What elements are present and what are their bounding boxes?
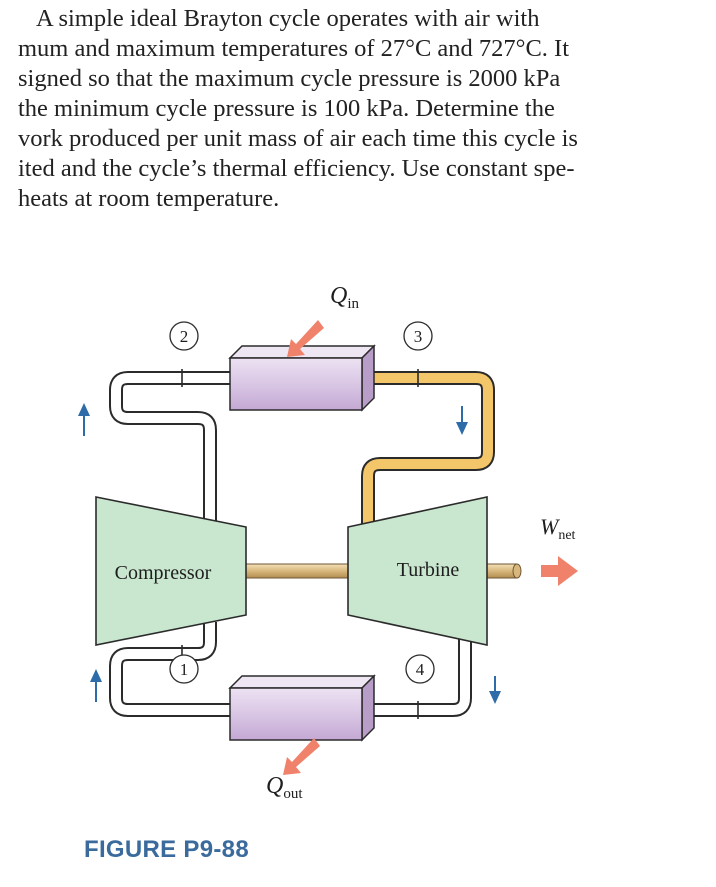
problem-line: mum and maximum temperatures of 27°C and… — [18, 35, 570, 62]
problem-line: heats at room temperature. — [18, 185, 280, 212]
cold-pipes — [109, 371, 472, 717]
work-out-arrow-icon — [541, 556, 578, 586]
heat-in-arrow-icon — [287, 320, 324, 357]
heat-out-label: Qout — [266, 773, 303, 802]
flow-arrow-down-icon — [456, 406, 468, 435]
problem-line: signed so that the maximum cycle pressur… — [18, 65, 561, 92]
turbine — [347, 496, 488, 646]
problem-line: ited and the cycle’s thermal efficiency.… — [18, 155, 575, 182]
hot-pipe — [361, 371, 495, 525]
problem-line: vork produced per unit mass of air each … — [18, 125, 578, 152]
state-ticks — [181, 369, 419, 719]
combustor-box — [228, 344, 376, 412]
flow-arrow-down-icon — [489, 676, 501, 704]
problem-line: the minimum cycle pressure is 100 kPa. D… — [18, 95, 555, 122]
state-2-label: 2 — [180, 327, 189, 346]
state-markers: 2 3 1 4 — [169, 321, 435, 684]
flow-arrow-up-icon — [78, 403, 90, 436]
compressor-label: Compressor — [115, 562, 212, 584]
work-net-label: Wnet — [540, 514, 576, 543]
state-3-label: 3 — [414, 327, 423, 346]
turbine-label: Turbine — [397, 559, 460, 581]
flow-arrow-up-icon — [90, 669, 102, 702]
state-1-label: 1 — [180, 660, 189, 679]
heat-out-arrow-icon — [283, 738, 320, 775]
state-4-label: 4 — [416, 660, 425, 679]
figure-caption: FIGURE P9-88 — [84, 836, 249, 863]
flow-arrows — [78, 403, 501, 704]
compressor — [95, 496, 247, 646]
problem-line: A simple ideal Brayton cycle operates wi… — [36, 5, 540, 32]
heat-rejection-box — [228, 674, 376, 742]
heat-in-label: Qin — [330, 283, 360, 312]
